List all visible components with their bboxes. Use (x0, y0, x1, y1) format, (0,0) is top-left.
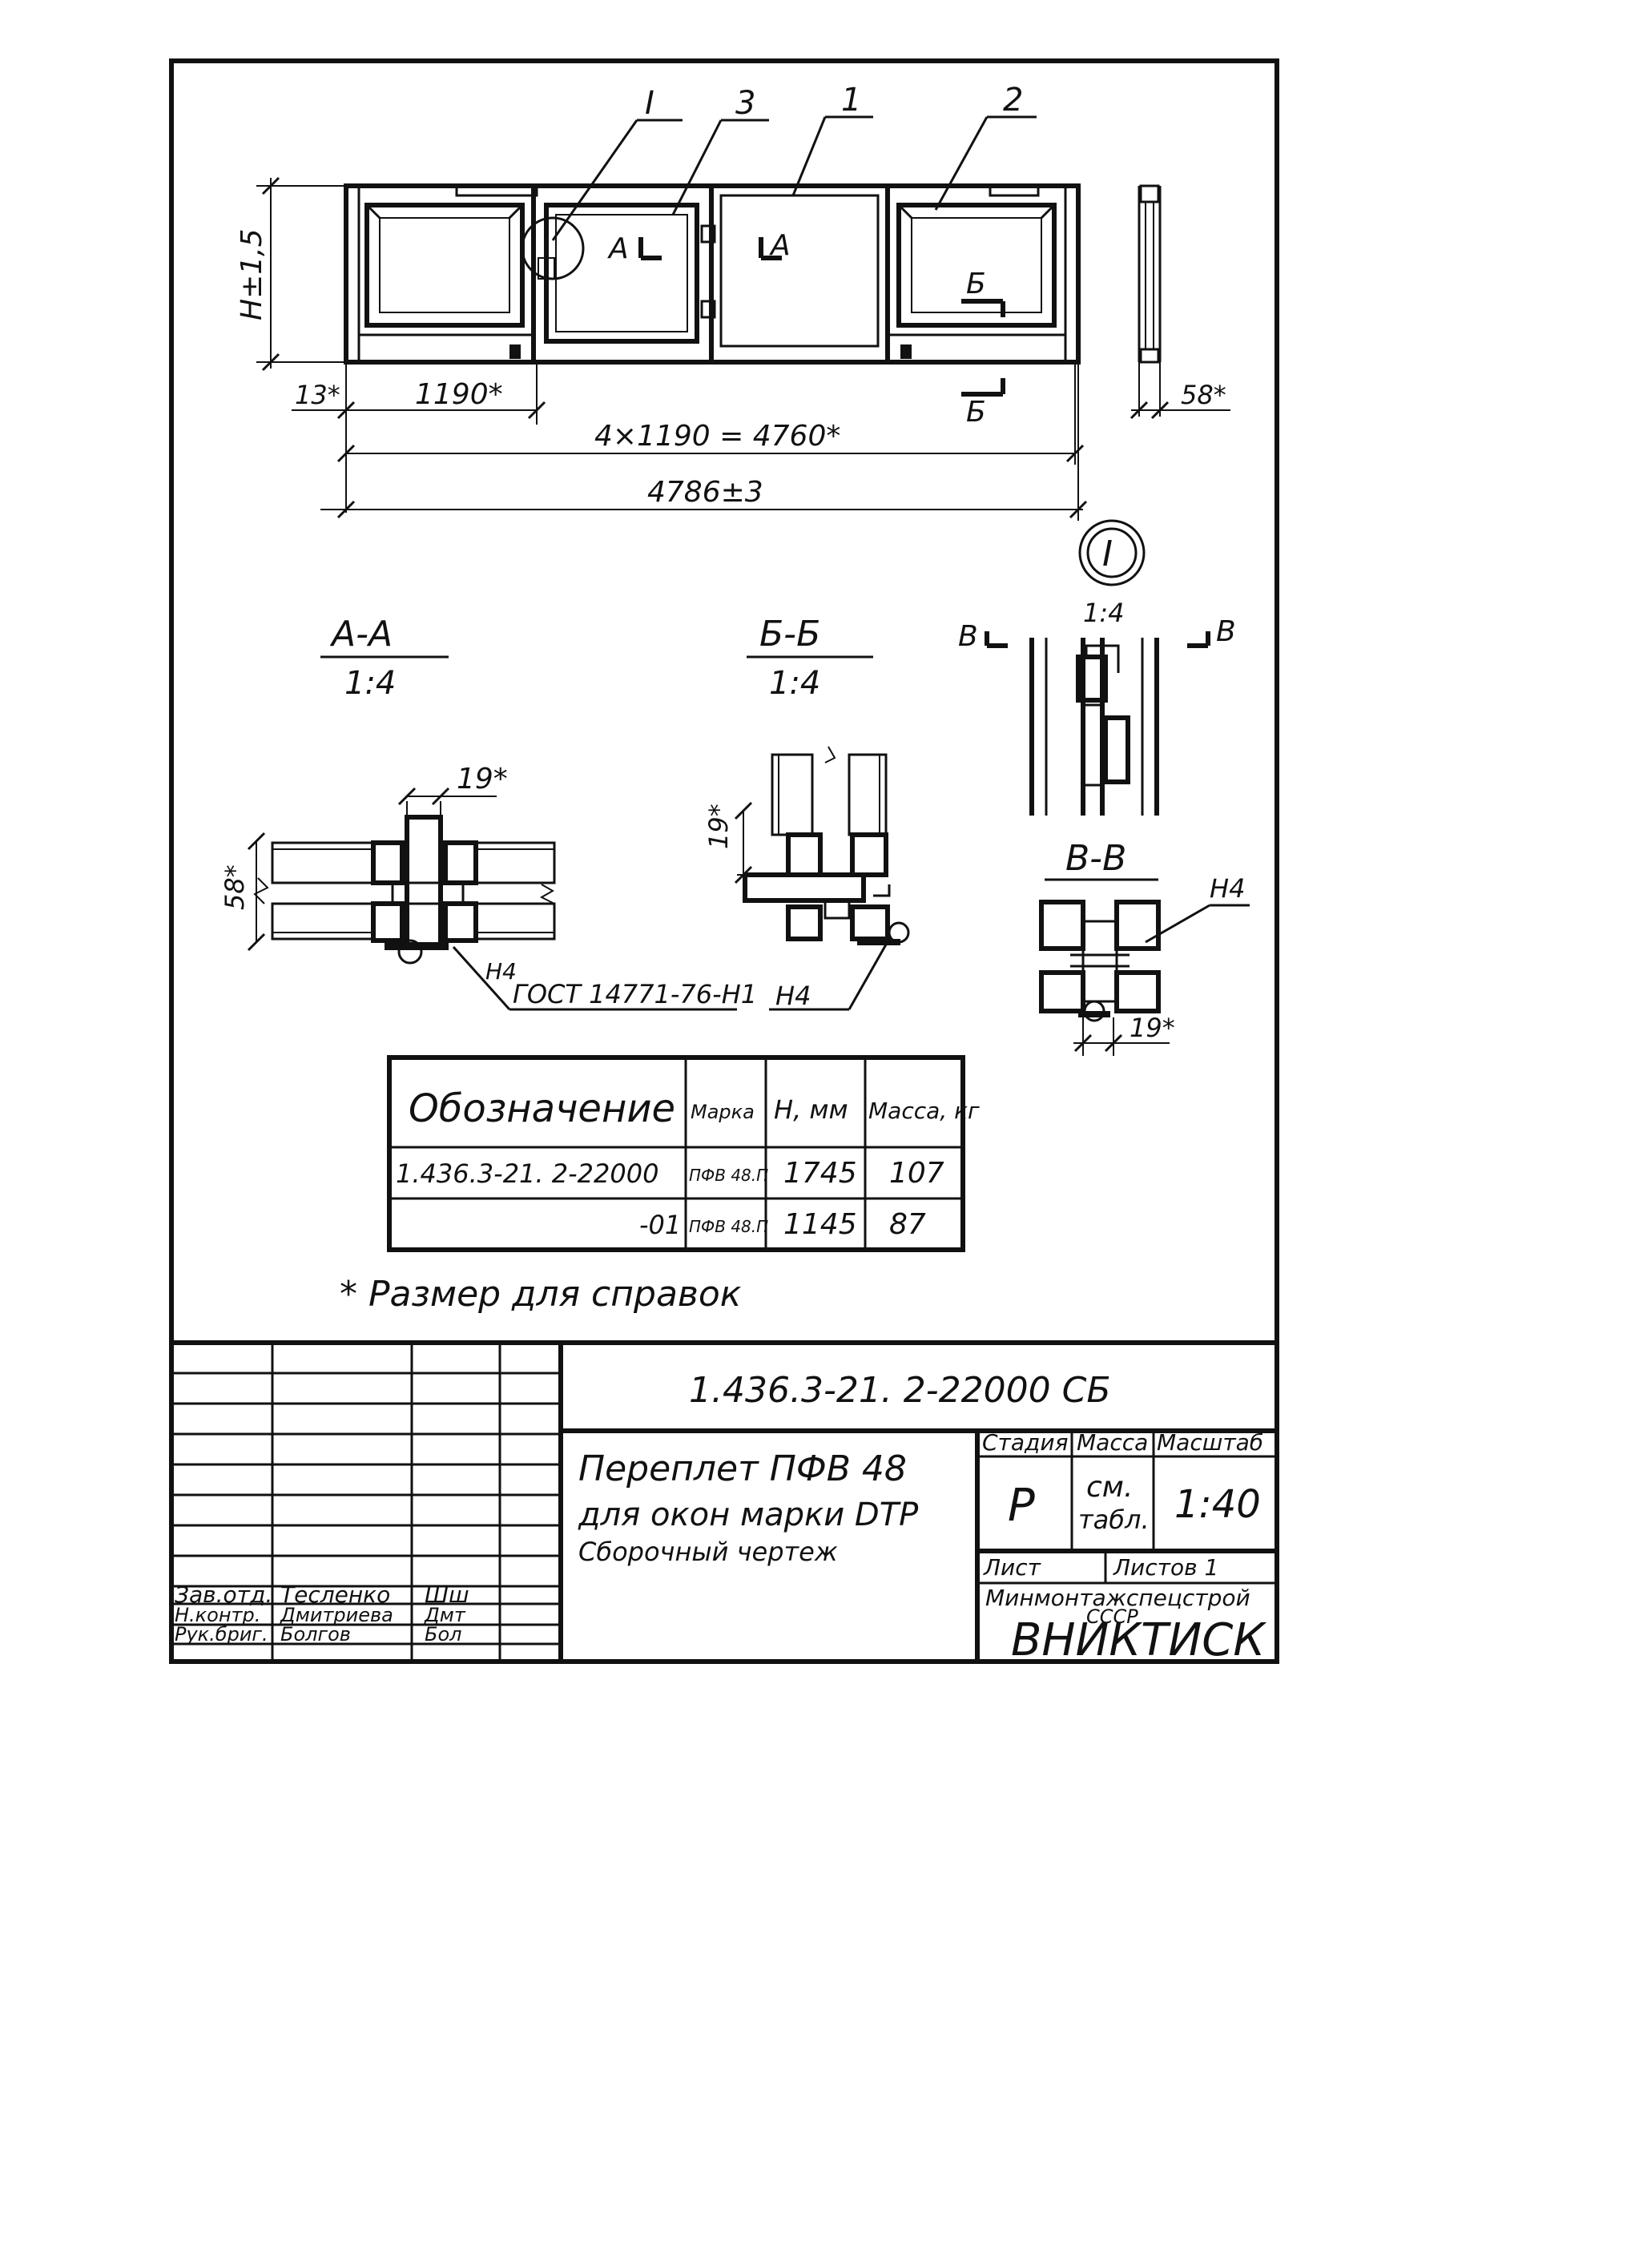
table-header-mass: Масса, кг (868, 1098, 980, 1124)
callout-2: 2 (1003, 82, 1023, 119)
cut-mark-a-left: А (607, 232, 629, 265)
mass-value-line1: см. (1086, 1471, 1133, 1504)
section-a-title: А-А (329, 614, 393, 655)
cut-mark-b-top: Б (966, 268, 986, 300)
section-a-a: А-А 1:4 19* 58* (219, 614, 757, 1011)
cut-mark-a-right: А (769, 229, 791, 262)
organization-line2: СССР (1086, 1605, 1138, 1628)
weld-a: Н4 (485, 958, 517, 985)
section-b-scale: 1:4 (769, 665, 820, 702)
spec-table: Обозначение Марка Н, мм Масса, кг 1.436.… (387, 1055, 980, 1252)
section-cut-marks: А А Б Б (607, 229, 1005, 429)
section-v-title: В-В (1065, 838, 1126, 879)
signer-1-signature: Шш (425, 1581, 469, 1608)
weld-b: Н4 (775, 981, 811, 1011)
signer-3-name: Болгов (280, 1623, 351, 1646)
callout-detail-I: I (645, 85, 654, 122)
dim-bay: 1190* (415, 378, 503, 411)
dim-bays-total: 4×1190 = 4760* (594, 420, 840, 453)
callout-1: 1 (841, 82, 861, 119)
detail-I: I 1:4 В В (958, 519, 1236, 816)
dim-left-offset: 13* (295, 380, 340, 410)
dim-section-b-depth: 19* (703, 804, 734, 849)
dim-overall: 4786±3 (647, 476, 763, 509)
table-row1-mark: ПФВ 48.П (689, 1166, 768, 1185)
mass-value-line2: табл. (1078, 1505, 1150, 1535)
table-row2-mass: 87 (889, 1208, 926, 1241)
section-b-b: Б-Б 1:4 19* Н4 (703, 614, 910, 1011)
signer-2-signature: Дмт (424, 1604, 466, 1626)
drawing-name-line1: Переплет ПФВ 48 (578, 1448, 907, 1489)
weld-a-gost: ГОСТ 14771-76-Н1 (513, 979, 757, 1009)
table-row1-height: 1745 (783, 1157, 857, 1190)
footnote: * Размер для справок (340, 1274, 742, 1315)
scale-value: 1:40 (1174, 1482, 1261, 1527)
part-callouts: I 3 1 2 (551, 82, 1037, 241)
dim-depth: 58* (1181, 380, 1226, 410)
table-row1-mass: 107 (889, 1157, 944, 1190)
cut-mark-v-right: В (1216, 615, 1236, 648)
cut-mark-v-left: В (958, 620, 978, 653)
section-a-scale: 1:4 (344, 665, 396, 702)
sheet-label: Лист (983, 1554, 1041, 1581)
dim-height: Н±1,5 (236, 229, 268, 321)
drawing-code: 1.436.3-21. 2-22000 СБ (689, 1370, 1111, 1411)
mass-header: Масса (1077, 1429, 1148, 1456)
organization-line1: Минмонтажспецстрой (985, 1585, 1250, 1611)
signer-2-role: Н.контр. (175, 1604, 260, 1626)
dim-section-a-depth: 58* (219, 864, 250, 910)
drawing-name-line3: Сборочный чертеж (578, 1537, 838, 1567)
cut-mark-b-bottom: Б (966, 396, 986, 429)
detail-I-scale: 1:4 (1083, 598, 1125, 628)
dim-section-v-width: 19* (1130, 1013, 1175, 1043)
detail-I-mark: I (1102, 534, 1113, 574)
stage-header: Стадия (982, 1429, 1068, 1456)
section-b-title: Б-Б (759, 614, 820, 655)
table-header-designation: Обозначение (409, 1086, 675, 1131)
window-elevation (344, 183, 1081, 365)
table-row2-height: 1145 (783, 1208, 857, 1241)
sheets-label: Листов 1 (1113, 1554, 1218, 1581)
table-row2-designation: -01 (639, 1210, 681, 1240)
signer-1-name: Тесленко (280, 1581, 390, 1608)
signer-1-role: Зав.отд. (175, 1581, 272, 1608)
signer-3-role: Рук.бриг. (175, 1623, 268, 1646)
organization-line3: ВНИКТИСК (1011, 1614, 1266, 1666)
table-header-height: Н, мм (774, 1094, 848, 1125)
weld-v: Н4 (1210, 873, 1245, 904)
signer-3-signature: Бол (425, 1623, 462, 1646)
drawing-name-line2: для окон марки DТР (578, 1497, 919, 1533)
table-row2-mark: ПФВ 48.П (689, 1217, 768, 1236)
scale-header: Масштаб (1157, 1429, 1263, 1456)
dim-section-a-width: 19* (457, 763, 508, 796)
elevation-dimensions: Н±1,5 13* 1190* 4×1190 = 4760* 4786±3 (236, 176, 1088, 521)
section-v-v: В-В Н4 19* (1039, 838, 1250, 1056)
callout-3: 3 (735, 85, 755, 122)
table-row1-designation: 1.436.3-21. 2-22000 (396, 1158, 658, 1189)
stage-value: Р (1008, 1480, 1035, 1532)
window-side-view: 58* (1130, 184, 1230, 420)
table-header-mark: Марка (691, 1101, 755, 1123)
signer-2-name: Дмитриева (280, 1604, 393, 1626)
title-block: Зав.отд. Тесленко Шш Н.контр. Дмитриева … (169, 1340, 1279, 1666)
